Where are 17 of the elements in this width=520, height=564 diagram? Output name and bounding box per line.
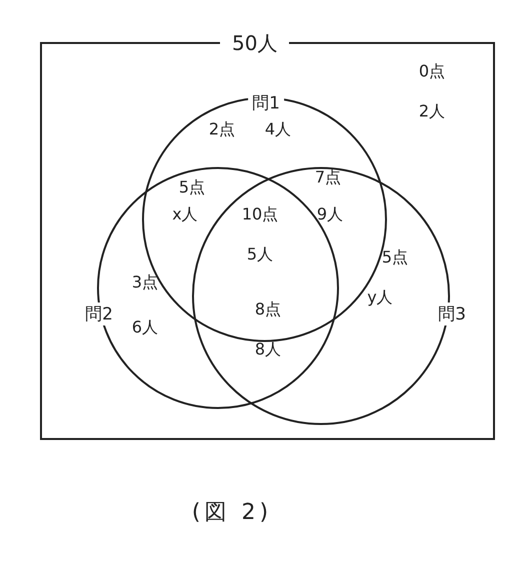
region-label: 4人 [264, 120, 292, 140]
region-label: 3点 [132, 272, 158, 294]
region-label: 9人 [316, 204, 344, 226]
region-label: 2点 [208, 120, 236, 140]
region-label: 6人 [132, 318, 158, 338]
region-label: 8点 [254, 300, 282, 320]
region-label: 8人 [254, 340, 282, 360]
region-label: 5点 [382, 248, 408, 268]
region-label: 10点 [242, 204, 278, 226]
region-label: y人 [367, 288, 393, 308]
region-label: 5人 [246, 244, 274, 266]
region-label: 0点 [418, 62, 446, 82]
region-label: 2人 [418, 102, 446, 122]
region-label: 7点 [314, 168, 342, 188]
region-label: 5点 [178, 178, 206, 198]
figure-caption: (図 2) [192, 499, 272, 527]
region-label: x人 [172, 204, 198, 226]
